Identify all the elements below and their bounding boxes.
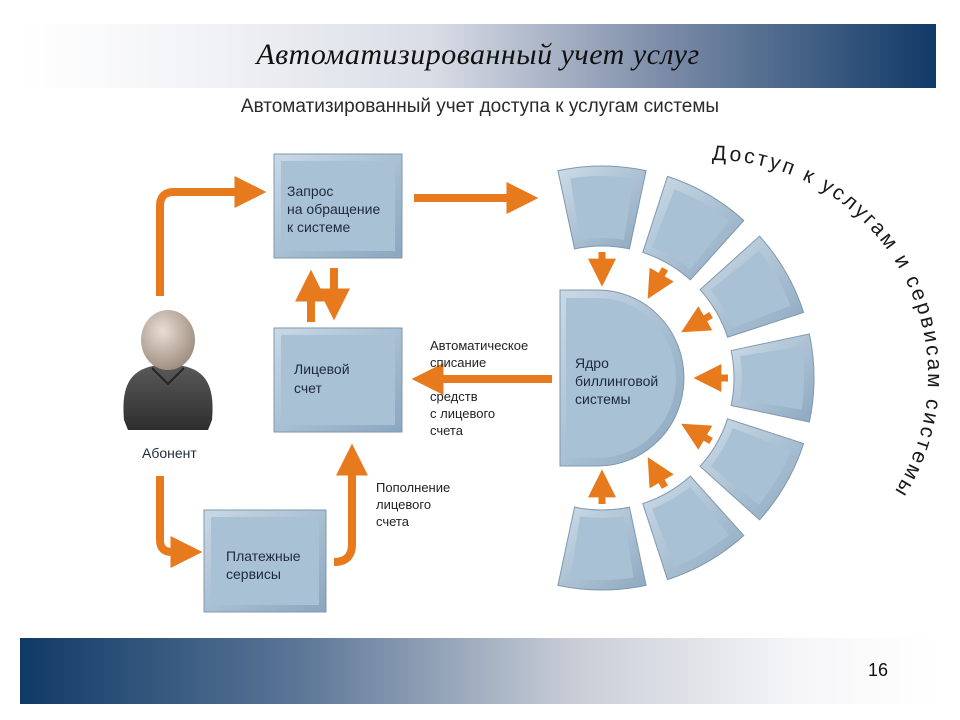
auto-debit-note-4: с лицевого [430,406,495,421]
top-up-note: Пополнение лицевого счета [376,480,450,529]
person-icon [123,310,213,430]
payment-box: Платежные сервисы [203,509,327,613]
page-number: 16 [868,660,889,680]
footer-bar [20,638,936,704]
subscriber-figure: Абонент [123,310,213,461]
auto-debit-note-2: списание [430,355,486,370]
slide-subtitle: Автоматизированный учет доступа к услуга… [240,96,720,117]
title-bar: Автоматизированный учет услуг [20,24,936,88]
account-box-label-1: Лицевой [294,361,350,377]
top-up-note-2: лицевого [376,497,431,512]
service-segment-face-3 [710,250,791,328]
arrow-payment-to-account [333,443,368,566]
request-box-label-1: Запрос [287,183,333,199]
request-box-label-3: к системе [287,219,351,235]
auto-debit-note-3: средств [430,389,478,404]
account-box: Лицевой счет [273,327,403,433]
core-label-3: системы [575,391,631,407]
service-arrows [588,252,728,504]
service-arrow-3 [681,306,713,333]
account-box-label-2: счет [294,380,322,396]
auto-debit-note: Автоматическое списание средств с лицево… [430,338,528,438]
billing-core: Ядро биллинговой системы [559,289,685,467]
service-segments [557,165,815,591]
service-segment-face-7 [570,516,634,580]
auto-debit-note-5: счета [430,423,464,438]
service-segment-face-5 [710,428,791,506]
arrow-subscriber-to-request [156,176,267,296]
request-box: Запрос на обращение к системе [273,153,403,259]
service-segment-face-6 [652,486,730,567]
slide-title: Автоматизированный учет услуг [256,38,700,71]
service-arrow-6 [647,457,674,489]
subscriber-label: Абонент [142,445,197,461]
service-arrow-2 [647,267,674,299]
service-segment-face-1 [570,176,634,240]
core-label-1: Ядро [575,355,609,371]
core-label-2: биллинговой [575,373,658,389]
service-segment-face-2 [652,189,730,270]
service-arrow-5 [681,423,713,450]
arrow-subscriber-to-payment [156,476,203,568]
top-up-note-1: Пополнение [376,480,450,495]
auto-debit-note-1: Автоматическое [430,338,528,353]
top-up-note-3: счета [376,514,410,529]
request-box-label-2: на обращение [287,201,380,217]
payment-box-label-2: сервисы [226,566,281,582]
service-segment-face-4 [740,346,804,410]
payment-box-label-1: Платежные [226,548,301,564]
